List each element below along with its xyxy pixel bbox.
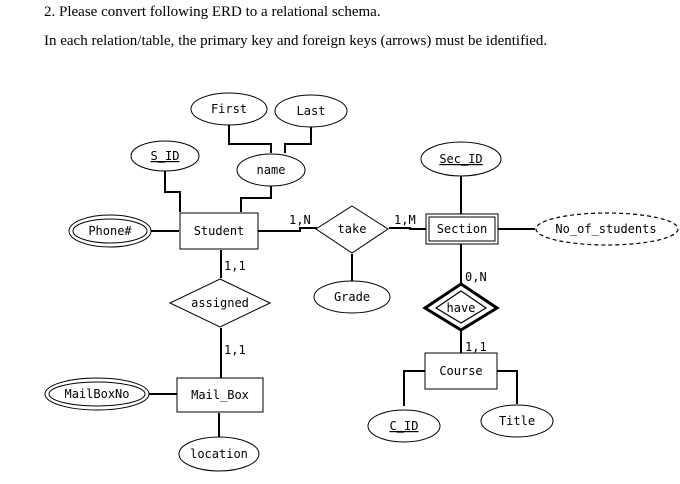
line-course-title xyxy=(496,370,518,404)
attribute-phone-multivalued: Phone# xyxy=(68,214,152,248)
svg-text:Last: Last xyxy=(297,104,326,118)
entity-course: Course xyxy=(424,352,498,390)
svg-text:First: First xyxy=(211,102,247,116)
line-course-cid xyxy=(403,370,425,406)
attribute-name: name xyxy=(236,153,306,187)
line-student-take xyxy=(258,227,317,232)
svg-text:C_ID: C_ID xyxy=(390,419,419,433)
svg-text:Student: Student xyxy=(194,224,245,238)
cardinality-student-take: 1,N xyxy=(289,213,311,227)
attribute-grade: Grade xyxy=(313,280,391,314)
svg-text:Grade: Grade xyxy=(334,290,370,304)
line-name-student xyxy=(240,186,272,212)
cardinality-student-assigned: 1,1 xyxy=(224,259,246,273)
cardinality-assigned-mailbox: 1,1 xyxy=(224,343,246,357)
cardinality-section-have: 0,N xyxy=(465,270,487,284)
attribute-first: First xyxy=(190,92,268,126)
attribute-c-id-key: C_ID xyxy=(367,409,441,443)
svg-text:have: have xyxy=(447,301,476,315)
question-line-1: 2. Please convert following ERD to a rel… xyxy=(44,4,381,20)
attribute-last: Last xyxy=(274,94,348,128)
svg-text:location: location xyxy=(190,447,248,461)
entity-section-weak-owner: Section xyxy=(425,213,499,245)
svg-text:assigned: assigned xyxy=(191,296,249,310)
line-first-name xyxy=(228,125,272,153)
attribute-mailboxno-multivalued: MailBoxNo xyxy=(44,377,150,411)
relationship-take: take xyxy=(315,205,389,254)
svg-text:Phone#: Phone# xyxy=(88,224,132,238)
svg-text:No_of_students: No_of_students xyxy=(555,222,656,236)
svg-text:take: take xyxy=(338,222,367,236)
svg-text:S_ID: S_ID xyxy=(151,149,180,163)
entity-mail-box: Mail_Box xyxy=(176,377,264,413)
cardinality-take-section: 1,M xyxy=(394,213,416,227)
line-last-name xyxy=(284,127,312,153)
line-sid-student xyxy=(164,171,181,212)
svg-text:MailBoxNo: MailBoxNo xyxy=(64,387,129,401)
svg-text:Section: Section xyxy=(437,222,488,236)
relationship-assigned: assigned xyxy=(168,278,272,328)
relationship-have-identifying: have xyxy=(422,282,500,332)
svg-text:Sec_ID: Sec_ID xyxy=(439,152,482,166)
attribute-title: Title xyxy=(480,404,554,438)
attribute-sec-id-key: Sec_ID xyxy=(420,141,502,177)
svg-text:Mail_Box: Mail_Box xyxy=(191,388,249,402)
attribute-s-id-key: S_ID xyxy=(130,140,200,172)
svg-text:Course: Course xyxy=(439,364,482,378)
question-line-2: In each relation/table, the primary key … xyxy=(44,33,548,49)
cardinality-have-course: 1,1 xyxy=(465,340,487,354)
svg-text:name: name xyxy=(257,163,286,177)
svg-text:Title: Title xyxy=(499,414,535,428)
connector-lines xyxy=(146,125,535,438)
line-take-section xyxy=(389,227,426,230)
entity-student: Student xyxy=(179,212,259,250)
attribute-location: location xyxy=(178,436,260,472)
attribute-no-of-students-derived: No_of_students xyxy=(535,212,679,246)
